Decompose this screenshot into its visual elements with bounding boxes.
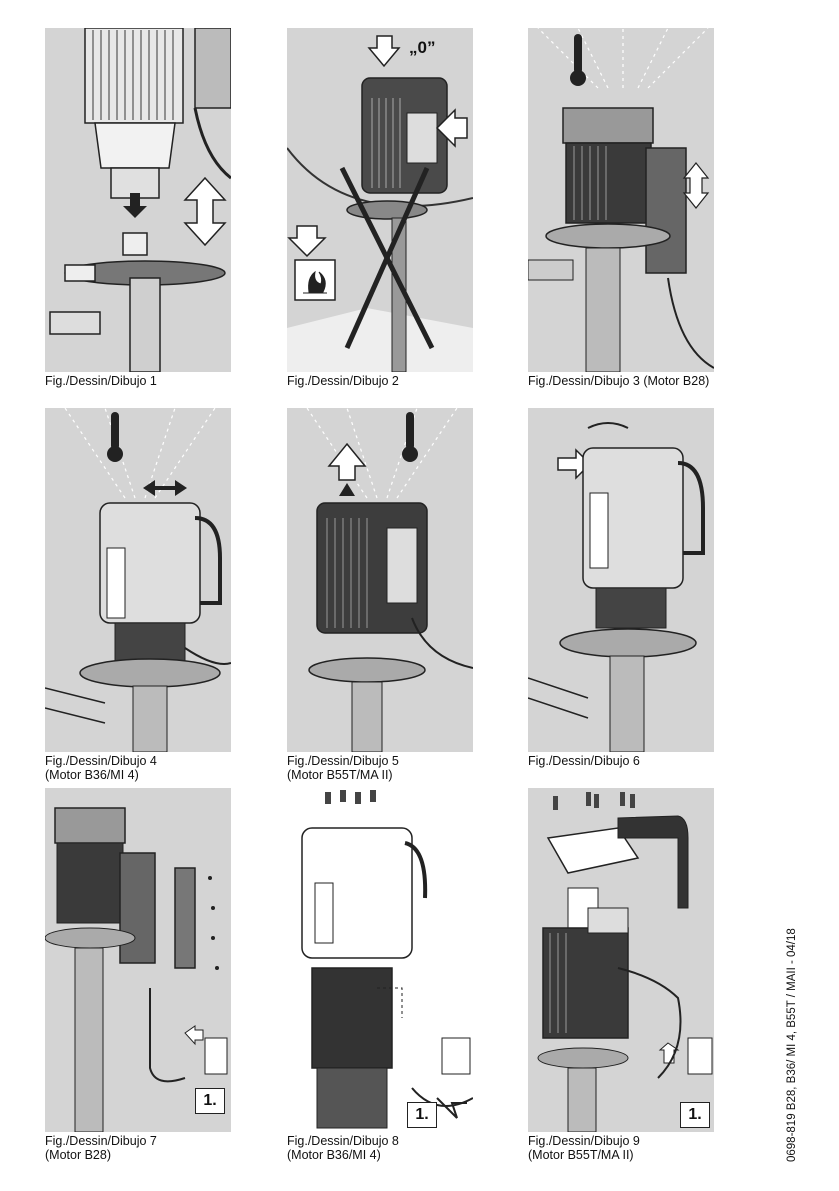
- caption-line-2: (Motor B28): [45, 1148, 111, 1162]
- figure-2-illustration: „0”: [287, 28, 473, 372]
- figure-2-caption: Fig./Dessin/Dibujo 2: [287, 374, 487, 388]
- figure-6-caption: Fig./Dessin/Dibujo 6: [528, 754, 728, 768]
- step-number-badge: 1.: [680, 1102, 710, 1128]
- step-number-badge: 1.: [407, 1102, 437, 1128]
- figure-4-illustration: [45, 408, 231, 752]
- figure-6-illustration: [528, 408, 714, 752]
- caption-line-2: (Motor B55T/MA II): [528, 1148, 634, 1162]
- caption-line-2: (Motor B55T/MA II): [287, 768, 393, 782]
- caption-line-1: Fig./Dessin/Dibujo 5: [287, 754, 399, 768]
- caption-line-1: Fig./Dessin/Dibujo 3 (Motor B28): [528, 374, 710, 388]
- figure-9-illustration: 1.: [528, 788, 714, 1132]
- caption-line-1: Fig./Dessin/Dibujo 1: [45, 374, 157, 388]
- caption-line-2: (Motor B36/MI 4): [287, 1148, 381, 1162]
- figure-4-caption: Fig./Dessin/Dibujo 4 (Motor B36/MI 4): [45, 754, 245, 782]
- zero-position-label: „0”: [409, 38, 436, 57]
- figure-1-caption: Fig./Dessin/Dibujo 1: [45, 374, 245, 388]
- figure-1-illustration: [45, 28, 231, 372]
- caption-line-1: Fig./Dessin/Dibujo 6: [528, 754, 640, 768]
- caption-line-1: Fig./Dessin/Dibujo 8: [287, 1134, 399, 1148]
- step-number-badge: 1.: [195, 1088, 225, 1114]
- figure-9-caption: Fig./Dessin/Dibujo 9 (Motor B55T/MA II): [528, 1134, 728, 1162]
- figure-3-caption: Fig./Dessin/Dibujo 3 (Motor B28): [528, 374, 728, 388]
- figure-3-illustration: [528, 28, 714, 372]
- caption-line-1: Fig./Dessin/Dibujo 9: [528, 1134, 640, 1148]
- figure-8-caption: Fig./Dessin/Dibujo 8 (Motor B36/MI 4): [287, 1134, 487, 1162]
- figure-5-caption: Fig./Dessin/Dibujo 5 (Motor B55T/MA II): [287, 754, 487, 782]
- document-code: 0698-819 B28, B36/ MI 4, B55T / MAII - 0…: [786, 928, 798, 1162]
- figure-8-illustration: 1.: [287, 788, 473, 1132]
- caption-line-1: Fig./Dessin/Dibujo 7: [45, 1134, 157, 1148]
- figure-7-caption: Fig./Dessin/Dibujo 7 (Motor B28): [45, 1134, 245, 1162]
- caption-line-1: Fig./Dessin/Dibujo 4: [45, 754, 157, 768]
- figure-5-illustration: [287, 408, 473, 752]
- figure-7-illustration: 1.: [45, 788, 231, 1132]
- caption-line-1: Fig./Dessin/Dibujo 2: [287, 374, 399, 388]
- caption-line-2: (Motor B36/MI 4): [45, 768, 139, 782]
